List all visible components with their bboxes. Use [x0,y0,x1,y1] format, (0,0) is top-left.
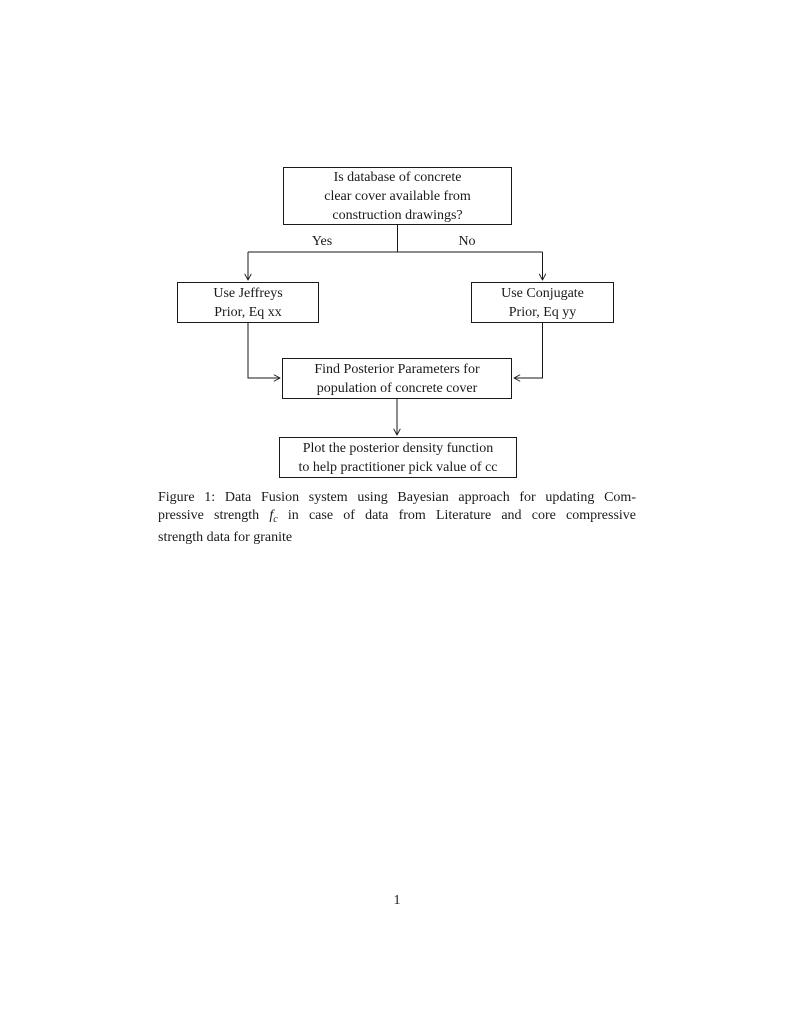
node-line: Use Conjugate [501,285,584,301]
caption-line-2-text: in case of data from Literature and core… [277,508,636,523]
node-line: to help practitioner pick value of cc [298,459,498,475]
math-fc-subscript: c [273,514,278,525]
node-line: Prior, Eq xx [214,304,282,320]
figure-caption: Figure 1: Data Fusion system using Bayes… [158,489,636,547]
flowchart-node-plot-density: Plot the posterior density function to h… [279,437,517,478]
flowchart-node-posterior-parameters: Find Posterior Parameters for population… [282,358,512,399]
caption-line-2-text: pressive strength [158,508,270,523]
caption-line-1: Figure 1: Data Fusion system using Bayes… [158,490,636,505]
caption-line-3: strength data for granite [158,530,293,545]
caption-line-2: pressive strength fc in case of data fro… [158,507,636,529]
node-line: population of concrete cover [316,380,478,396]
node-line: Is database of concrete [333,169,462,185]
edge-jeffreys-to-posterior [247,323,281,382]
node-line: Use Jeffreys [213,285,283,301]
node-line: Prior, Eq yy [508,304,577,320]
flowchart-node-start: Is database of concrete clear cover avai… [283,167,512,225]
node-line: construction drawings? [332,207,463,223]
edge-label-yes: Yes [300,233,344,251]
math-fc-symbol: f [269,508,274,523]
flowchart-node-jeffreys-prior: Use Jeffreys Prior, Eq xx [177,282,319,323]
flowchart-node-conjugate-prior: Use Conjugate Prior, Eq yy [471,282,614,323]
edge-conjugate-to-posterior [513,323,543,382]
node-line: clear cover available from [324,188,471,204]
node-line: Plot the posterior density function [302,440,494,456]
node-line: Find Posterior Parameters for [314,361,480,377]
page-number: 1 [393,893,401,908]
edge-label-no: No [445,233,489,251]
